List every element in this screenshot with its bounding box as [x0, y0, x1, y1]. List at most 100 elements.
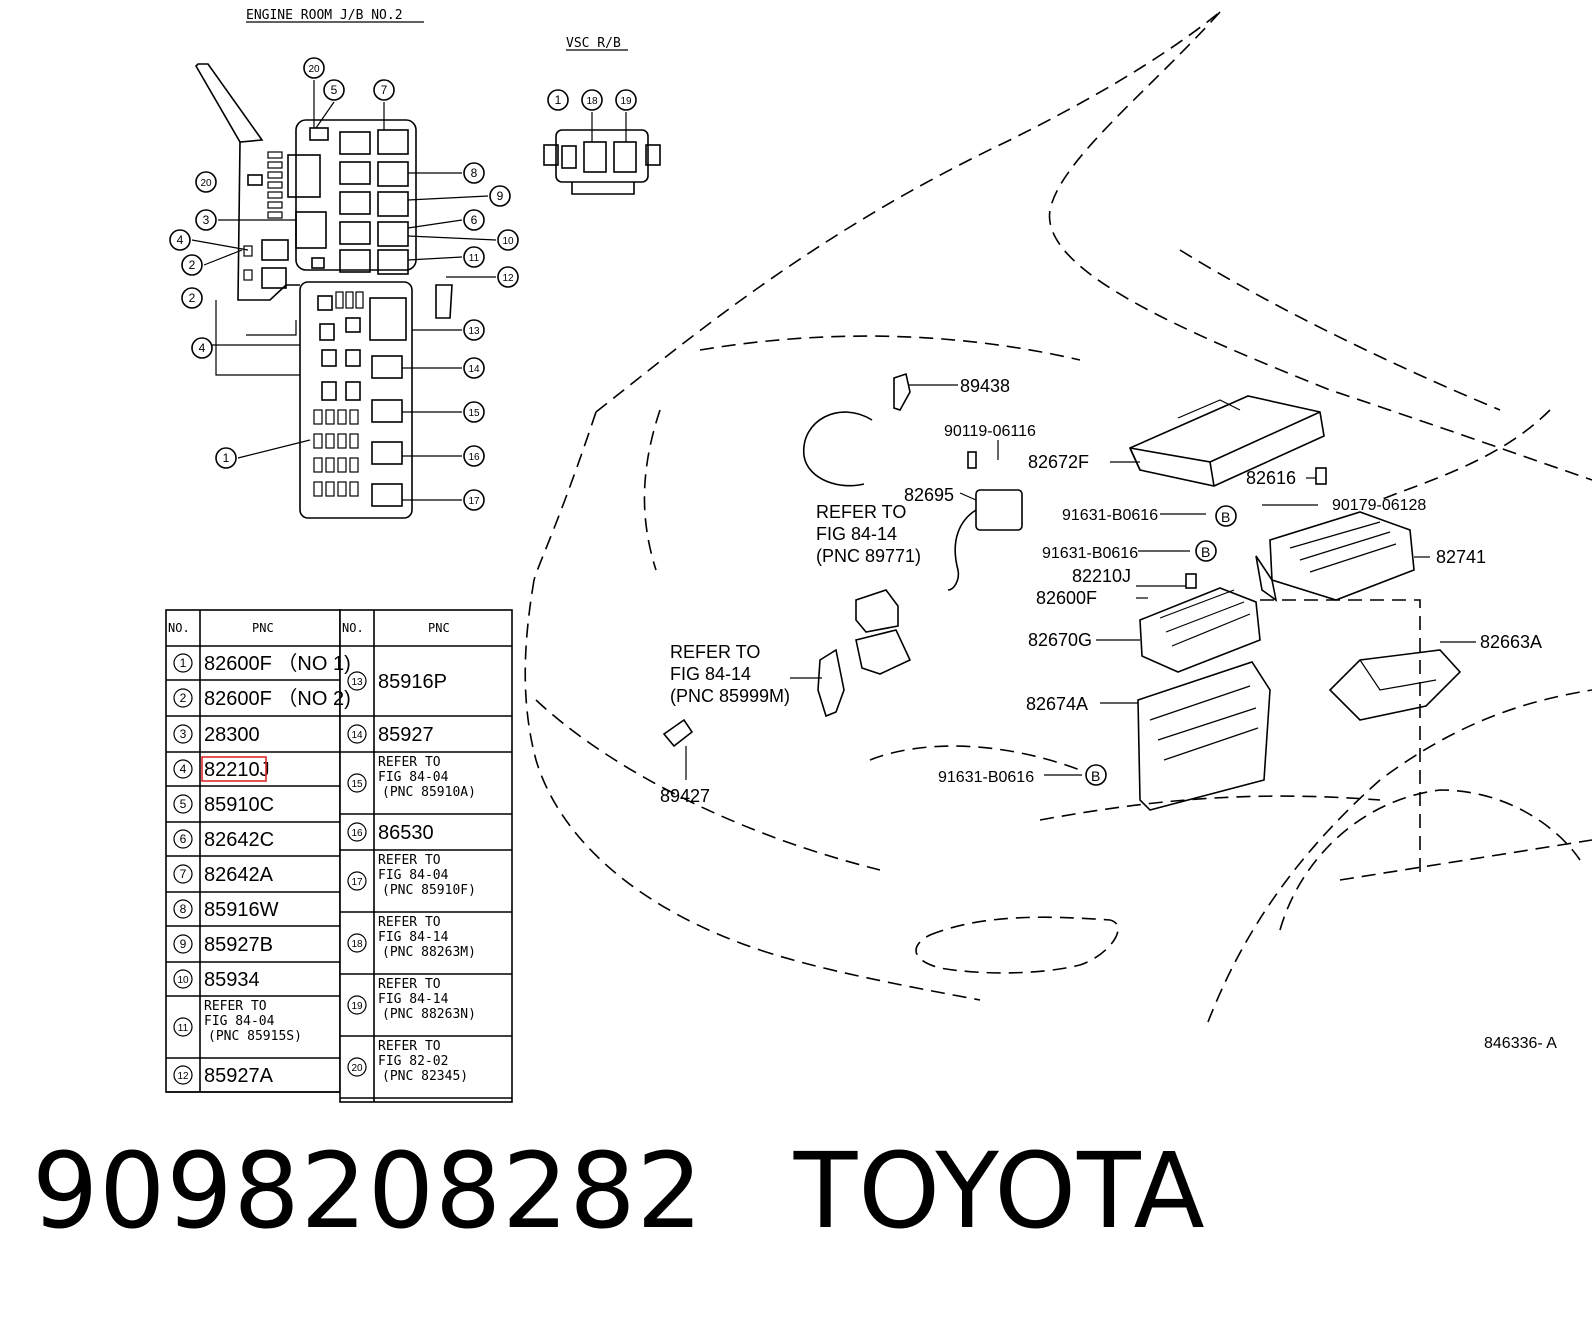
jb-callout-label: 15	[468, 408, 480, 419]
row-number-circle	[347, 671, 367, 691]
jb-callout-label: 19	[620, 96, 632, 107]
callout-89438: 89438	[960, 376, 1010, 396]
b-marker-2: B	[1201, 544, 1210, 560]
row-number: 19	[351, 1001, 363, 1012]
jb-callout-label: 10	[502, 236, 514, 247]
callout-82695: 82695	[904, 485, 954, 505]
jb-callout-circle	[615, 89, 637, 111]
jb-callout-label: 4	[199, 341, 206, 355]
row-number: 13	[351, 677, 363, 688]
table-header-no-right: NO.	[342, 621, 364, 635]
callout-82663A: 82663A	[1480, 632, 1542, 652]
jb-callout-leader	[407, 256, 463, 261]
row-refer-line: FIG 84-04	[378, 770, 449, 785]
row-number-circle	[347, 995, 367, 1015]
row-refer-line: (PNC 85915S)	[208, 1029, 302, 1044]
row-number: 16	[351, 828, 363, 839]
jb-callout-label: 4	[177, 233, 184, 247]
jb-callout-leader	[315, 101, 335, 129]
jb-callout-label: 17	[468, 496, 480, 507]
row-pnc: 82600F （NO 2)	[204, 687, 351, 710]
row-number-circle	[173, 688, 193, 708]
row-number: 11	[178, 1023, 189, 1034]
row-number-circle	[173, 1065, 193, 1085]
relay-box-cover-82672F	[1128, 395, 1325, 487]
vsc-rb-drawing	[543, 129, 661, 195]
row-number-circle	[173, 829, 193, 849]
jb-callout-leader	[191, 239, 249, 251]
row-number-circle	[173, 653, 193, 673]
jb-callout-label: 5	[331, 83, 338, 97]
jb-callout-label: 7	[381, 83, 388, 97]
fuse-block-82670G	[1139, 587, 1261, 673]
row-pnc: 85916P	[378, 671, 447, 693]
row-refer-line: REFER TO	[378, 915, 441, 930]
table-row: 13 85916P	[347, 671, 447, 693]
leader-lines	[685, 384, 1476, 780]
sensor-89427	[662, 718, 694, 748]
vsc-title: VSC R/B	[566, 36, 621, 51]
engine-room-title: ENGINE ROOM J/B NO.2	[246, 8, 403, 23]
sensor-85999M	[817, 648, 845, 718]
jb-callout-label: 18	[586, 96, 598, 107]
table-header-no-left: NO.	[168, 621, 190, 635]
row-number-circle	[173, 864, 193, 884]
table-row: 3 28300	[173, 724, 260, 746]
row-refer-line: (PNC 88263N)	[382, 1007, 476, 1022]
row-number: 10	[177, 975, 189, 986]
row-number-circle	[347, 871, 367, 891]
table-row: 10 85934	[173, 969, 260, 991]
ref1-line-1: REFER TO	[816, 502, 906, 522]
jb-callout-circle	[497, 229, 519, 251]
row-refer-line: (PNC 85910F)	[382, 883, 476, 898]
row-number-circle	[173, 934, 193, 954]
row-pnc: 85916W	[204, 899, 279, 921]
row-refer-line: (PNC 85910A)	[382, 785, 476, 800]
row-pnc: 85927B	[204, 934, 273, 956]
jb-callout-label: 11	[469, 253, 480, 264]
lower-cover-82663A	[1328, 649, 1462, 721]
row-number: 18	[351, 939, 363, 950]
callout-82741: 82741	[1436, 547, 1486, 567]
row-pnc: 28300	[204, 724, 260, 746]
row-number: 20	[351, 1063, 363, 1074]
part-number: 9098208282	[32, 1130, 704, 1252]
jb-callout-label: 16	[468, 452, 480, 463]
jb-callout-label: 1	[223, 451, 230, 465]
vehicle-outline	[524, 11, 1592, 1023]
row-number: 3	[180, 727, 187, 741]
jb-callout-label: 20	[308, 64, 320, 75]
jb-callout-label: 2	[189, 291, 196, 305]
ref1-line-3: (PNC 89771)	[816, 546, 921, 566]
jb-callout-circle	[463, 401, 485, 423]
row-number-circle	[173, 899, 193, 919]
row-number-circle	[347, 1057, 367, 1077]
row-number: 17	[351, 877, 363, 888]
row-number-circle	[347, 773, 367, 793]
jb-callout-leader	[237, 439, 311, 459]
row-number: 6	[180, 832, 187, 846]
relay-block-82741	[1255, 511, 1415, 602]
row-pnc: 82210J	[204, 759, 270, 781]
jb-callout-label: 3	[203, 213, 210, 227]
row-pnc: 85934	[204, 969, 260, 991]
ref1-line-2: FIG 84-14	[816, 524, 897, 544]
jb-callout-circle	[581, 89, 603, 111]
callout-89427: 89427	[660, 786, 710, 806]
ref2-line-1: REFER TO	[670, 642, 760, 662]
row-number: 12	[177, 1071, 189, 1082]
